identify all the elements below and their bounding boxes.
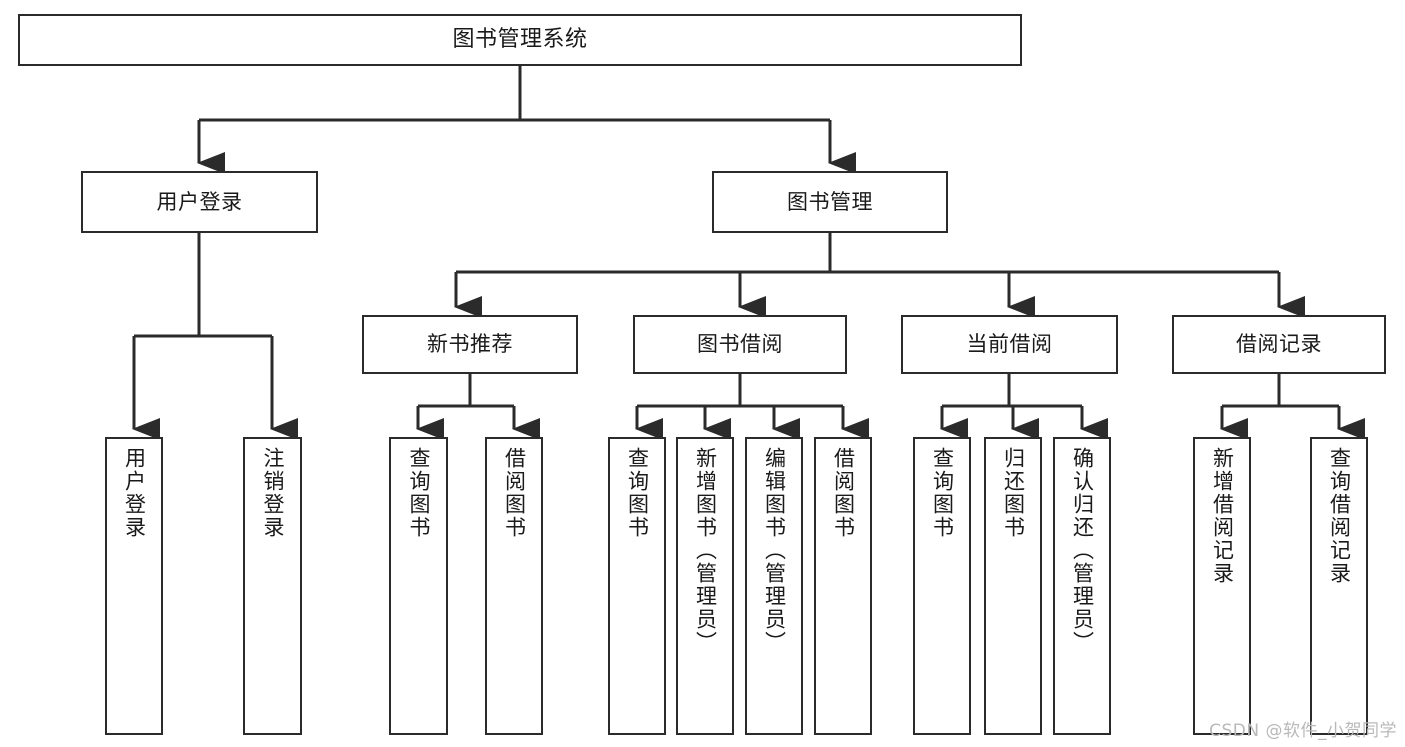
node-leaf-query-book-3[interactable]: 查询图书 xyxy=(913,437,971,735)
node-leaf-add-book-admin-label: 新增图书（管理员） xyxy=(693,447,718,654)
node-leaf-query-book-2-label: 查询图书 xyxy=(625,447,650,539)
node-root-label: 图书管理系统 xyxy=(452,27,588,53)
node-leaf-query-borrow-record[interactable]: 查询借阅记录 xyxy=(1310,437,1368,735)
node-user-login[interactable]: 用户登录 xyxy=(81,171,318,233)
node-leaf-user-login-label: 用户登录 xyxy=(122,447,147,539)
node-current-borrow[interactable]: 当前借阅 xyxy=(901,315,1118,374)
node-borrow-record[interactable]: 借阅记录 xyxy=(1172,315,1386,374)
node-user-login-label: 用户登录 xyxy=(156,189,243,214)
node-book-borrow[interactable]: 图书借阅 xyxy=(633,315,847,374)
node-new-book-recommend[interactable]: 新书推荐 xyxy=(362,315,578,374)
node-leaf-query-book-1-label: 查询图书 xyxy=(407,447,431,539)
node-root[interactable]: 图书管理系统 xyxy=(18,14,1022,66)
node-leaf-borrow-book-2-label: 借阅图书 xyxy=(831,447,856,539)
node-leaf-confirm-return-admin[interactable]: 确认归还（管理员） xyxy=(1053,437,1111,735)
node-leaf-query-borrow-record-label: 查询借阅记录 xyxy=(1327,447,1352,585)
node-leaf-add-borrow-record[interactable]: 新增借阅记录 xyxy=(1193,437,1251,735)
node-borrow-record-label: 借阅记录 xyxy=(1236,332,1322,357)
node-leaf-logout[interactable]: 注销登录 xyxy=(243,437,302,735)
node-book-manage-label: 图书管理 xyxy=(787,189,873,214)
node-leaf-edit-book-admin-label: 编辑图书（管理员） xyxy=(762,447,787,654)
node-current-borrow-label: 当前借阅 xyxy=(966,332,1053,357)
node-leaf-add-book-admin[interactable]: 新增图书（管理员） xyxy=(676,437,734,735)
node-leaf-query-book-1[interactable]: 查询图书 xyxy=(389,437,448,735)
node-book-borrow-label: 图书借阅 xyxy=(697,332,783,357)
node-leaf-return-book-label: 归还图书 xyxy=(1001,447,1026,539)
node-leaf-edit-book-admin[interactable]: 编辑图书（管理员） xyxy=(745,437,803,735)
node-leaf-confirm-return-admin-label: 确认归还（管理员） xyxy=(1070,447,1095,654)
node-leaf-borrow-book-1-label: 借阅图书 xyxy=(502,447,527,539)
node-leaf-borrow-book-1[interactable]: 借阅图书 xyxy=(485,437,543,735)
node-book-manage[interactable]: 图书管理 xyxy=(712,171,948,233)
node-leaf-logout-label: 注销登录 xyxy=(261,447,285,539)
node-leaf-query-book-3-label: 查询图书 xyxy=(930,447,955,539)
node-leaf-add-borrow-record-label: 新增借阅记录 xyxy=(1210,447,1235,585)
node-leaf-user-login[interactable]: 用户登录 xyxy=(105,437,163,735)
watermark-text: CSDN @软件_小贺同学 xyxy=(1209,721,1397,741)
node-leaf-borrow-book-2[interactable]: 借阅图书 xyxy=(814,437,872,735)
node-new-book-recommend-label: 新书推荐 xyxy=(427,332,513,357)
node-leaf-query-book-2[interactable]: 查询图书 xyxy=(608,437,666,735)
node-leaf-return-book[interactable]: 归还图书 xyxy=(984,437,1042,735)
